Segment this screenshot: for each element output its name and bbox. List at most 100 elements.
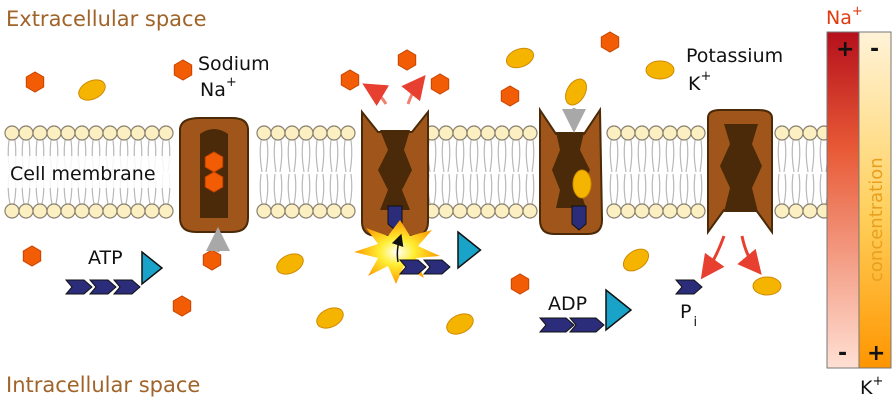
lipid bbox=[46, 125, 62, 219]
gradient-top-charge: + bbox=[852, 4, 863, 19]
concentration-axis-label: concentration bbox=[866, 157, 887, 282]
lipid bbox=[18, 125, 34, 219]
lipid bbox=[270, 125, 286, 219]
potassium-ion bbox=[505, 47, 535, 69]
lipid bbox=[284, 125, 300, 219]
sodium-ion bbox=[510, 273, 530, 295]
sodium-ion bbox=[172, 295, 192, 317]
lipid bbox=[690, 125, 706, 219]
potassium-ion bbox=[622, 248, 650, 272]
phosphate-group bbox=[422, 259, 451, 275]
adp-molecule bbox=[538, 288, 633, 333]
pump-2-phosphorylated bbox=[361, 109, 429, 237]
lipid bbox=[620, 125, 636, 219]
sodium-ion bbox=[173, 59, 193, 81]
lipid bbox=[802, 125, 818, 219]
gradient-bottom-label: K+ bbox=[860, 374, 883, 399]
membrane-label: Cell membrane bbox=[10, 163, 156, 185]
sodium-symbol-label: Na+ bbox=[200, 75, 237, 101]
lipid bbox=[676, 125, 692, 219]
potassium-ion bbox=[276, 253, 304, 275]
lipid bbox=[522, 125, 538, 219]
phosphate-group bbox=[112, 279, 141, 295]
na-top-sign: + bbox=[836, 37, 854, 62]
potassium-ion bbox=[572, 169, 592, 199]
potassium-gradient bbox=[858, 31, 892, 369]
phosphate-subscript: i bbox=[693, 315, 697, 330]
potassium-symbol-label: K+ bbox=[688, 69, 711, 95]
potassium-ion bbox=[446, 313, 474, 335]
k-top-sign: - bbox=[870, 37, 879, 62]
concentration-gradient-bar: Na+ K+ + - - + concentration bbox=[826, 4, 892, 399]
lipid bbox=[326, 125, 342, 219]
na-bottom-sign: - bbox=[838, 341, 847, 366]
lipid bbox=[340, 125, 356, 219]
sodium-ion bbox=[500, 85, 520, 107]
potassium-ion bbox=[645, 60, 675, 80]
sodium-symbol: Na bbox=[200, 79, 226, 101]
gradient-bottom-symbol: K bbox=[860, 377, 873, 399]
phosphate-group bbox=[538, 317, 575, 333]
lipid bbox=[298, 125, 314, 219]
potassium-symbol: K bbox=[688, 73, 701, 95]
lipid bbox=[480, 125, 496, 219]
lipid bbox=[494, 125, 510, 219]
sodium-ion bbox=[340, 69, 360, 91]
potassium-ion bbox=[565, 78, 587, 106]
sodium-gradient bbox=[826, 31, 860, 369]
sodium-ion bbox=[204, 171, 224, 193]
sodium-ion bbox=[430, 73, 450, 95]
phosphate-group bbox=[88, 279, 117, 295]
lipid bbox=[256, 125, 272, 219]
lipid bbox=[662, 125, 678, 219]
phosphate-group bbox=[568, 317, 605, 333]
lipid bbox=[116, 125, 132, 219]
lipid bbox=[466, 125, 482, 219]
adenosine-triangle bbox=[605, 288, 633, 332]
pump-3-potassium-bound bbox=[539, 106, 604, 235]
gradient-top-label: Na+ bbox=[826, 4, 863, 29]
potassium-name-label: Potassium bbox=[686, 45, 783, 67]
extracellular-label: Extracellular space bbox=[6, 7, 207, 31]
sodium-ion bbox=[204, 151, 224, 173]
potassium-charge: + bbox=[700, 69, 711, 84]
lipid bbox=[102, 125, 118, 219]
sodium-ion bbox=[22, 245, 42, 267]
potassium-ion bbox=[752, 276, 782, 296]
potassium-ion bbox=[78, 79, 106, 101]
adenosine-triangle bbox=[141, 250, 164, 286]
inorganic-phosphate bbox=[674, 279, 703, 295]
atp-molecule-bursting bbox=[398, 230, 482, 275]
sodium-name-label: Sodium bbox=[198, 53, 270, 75]
pump-4-open-intracellular bbox=[707, 109, 773, 236]
sodium-ion bbox=[202, 249, 222, 271]
movement-arrows bbox=[206, 74, 762, 280]
lipid bbox=[648, 125, 664, 219]
k-bottom-sign: + bbox=[867, 341, 885, 366]
lipid bbox=[788, 125, 804, 219]
atp-molecule bbox=[64, 250, 164, 295]
phosphate-group bbox=[398, 259, 427, 275]
lipid bbox=[508, 125, 524, 219]
gradient-bottom-charge: + bbox=[872, 374, 883, 389]
phosphate-group bbox=[64, 279, 93, 295]
lipid bbox=[452, 125, 468, 219]
sodium-ion bbox=[25, 71, 45, 93]
lipid bbox=[606, 125, 622, 219]
phosphate-group bbox=[674, 279, 703, 295]
lipid bbox=[438, 125, 454, 219]
gradient-top-symbol: Na bbox=[826, 7, 852, 29]
sodium-charge: + bbox=[226, 75, 237, 90]
intracellular-label: Intracellular space bbox=[6, 373, 200, 397]
lipid bbox=[774, 125, 790, 219]
sodium-ion bbox=[600, 31, 620, 53]
sodium-ion bbox=[397, 49, 417, 71]
lipid bbox=[88, 125, 104, 219]
phosphate-symbol: P bbox=[680, 301, 691, 323]
lipid bbox=[634, 125, 650, 219]
atp-label: ATP bbox=[88, 247, 123, 269]
adp-label: ADP bbox=[548, 293, 587, 315]
potassium-ion bbox=[316, 307, 344, 329]
